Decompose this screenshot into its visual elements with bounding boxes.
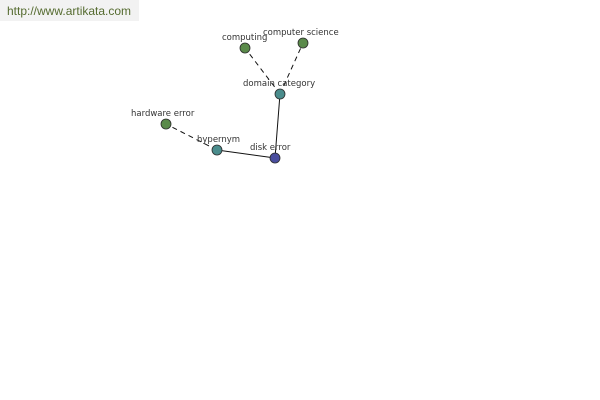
- node-label-computer-science: computer science: [263, 28, 339, 38]
- node-domain-category[interactable]: [274, 88, 286, 100]
- edge-domain-category-to-computer-science: [279, 42, 304, 95]
- url-banner: http://www.artikata.com: [0, 0, 139, 21]
- node-label-disk-error: disk error: [250, 143, 291, 153]
- edge-domain-category-to-computing: [244, 47, 281, 95]
- site-url-link[interactable]: http://www.artikata.com: [7, 4, 132, 18]
- edge-disk-error-to-hypernym: [216, 149, 276, 159]
- node-label-domain-category: domain category: [243, 79, 315, 89]
- edge-hypernym-to-hardware-error: [165, 123, 218, 151]
- edge-disk-error-to-domain-category: [274, 93, 281, 159]
- node-disk-error[interactable]: [269, 152, 281, 164]
- node-computing[interactable]: [239, 42, 251, 54]
- node-label-hypernym: hypernym: [197, 135, 240, 145]
- nodes-layer: [160, 37, 309, 164]
- node-hardware-error[interactable]: [160, 118, 172, 130]
- edges-layer: [165, 42, 304, 159]
- node-computer-science[interactable]: [297, 37, 309, 49]
- labels-layer: disk error hypernym hardware error domain c…: [131, 28, 339, 153]
- node-hypernym[interactable]: [211, 144, 223, 156]
- node-label-hardware-error: hardware error: [131, 109, 195, 119]
- node-label-computing: computing: [222, 33, 267, 43]
